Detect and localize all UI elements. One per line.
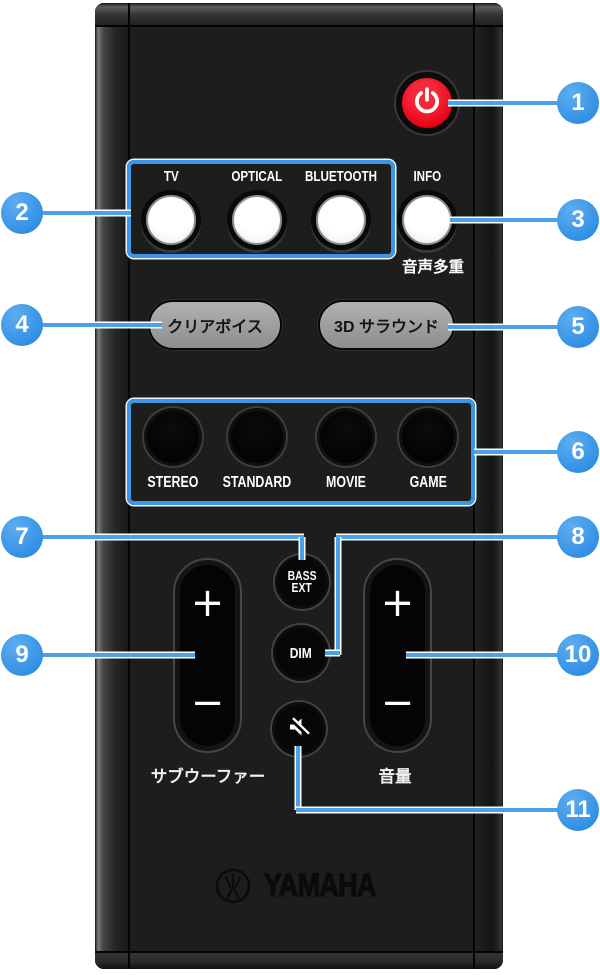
tv-button[interactable]	[146, 195, 196, 245]
remote-right-bevel	[473, 3, 503, 969]
clear-voice-label: クリアボイス	[167, 319, 263, 336]
callout-line-5	[448, 325, 560, 329]
bass-ext-label-line2: EXT	[291, 580, 313, 595]
dim-label: DIM	[290, 644, 312, 662]
bluetooth-label: BLUETOOTH	[305, 169, 377, 185]
bluetooth-button[interactable]	[316, 195, 366, 245]
movie-label: MOVIE	[326, 474, 366, 491]
callout-7-bass-ext: 7	[1, 516, 43, 558]
mute-button[interactable]	[275, 705, 323, 753]
callout-8-dim: 8	[557, 516, 599, 558]
callout-line-11-elbow	[296, 746, 300, 810]
bass-ext-button[interactable]: BASS EXT	[278, 558, 326, 606]
yamaha-wordmark: YAMAHA	[263, 866, 377, 903]
surround-3d-button[interactable]: 3D サラウンド	[318, 300, 455, 350]
callout-11-mute: 11	[557, 789, 599, 831]
callout-3-info: 3	[557, 199, 599, 241]
subwoofer-minus-button[interactable]: −	[190, 680, 225, 726]
tv-label: TV	[163, 169, 179, 185]
callout-10-volume: 10	[557, 634, 599, 676]
info-sublabel: 音声多重	[401, 259, 464, 276]
power-icon	[412, 86, 442, 121]
callout-9-subwoofer: 9	[1, 634, 43, 676]
callout-5-3d-surround: 5	[557, 306, 599, 348]
sound-program-group-box	[127, 399, 475, 505]
callout-line-11	[296, 808, 560, 812]
callout-line-1	[448, 101, 560, 105]
callout-line-6	[474, 450, 560, 454]
yamaha-tuning-fork-icon	[214, 867, 252, 905]
input-group-box	[127, 160, 395, 258]
callout-line-9	[42, 653, 195, 657]
stereo-button[interactable]	[147, 411, 199, 463]
standard-label: STANDARD	[222, 474, 292, 491]
callout-line-3	[450, 218, 560, 222]
stereo-label: STEREO	[147, 474, 199, 491]
info-label: INFO	[413, 169, 441, 185]
info-button[interactable]	[402, 195, 452, 245]
remote-top-bevel	[95, 3, 503, 27]
surround-3d-label: 3D サラウンド	[334, 319, 439, 336]
clear-voice-button[interactable]: クリアボイス	[148, 300, 282, 350]
standard-button[interactable]	[231, 411, 283, 463]
callout-line-7-elbow	[300, 537, 304, 560]
bass-ext-label-line1: BASS	[287, 568, 317, 583]
callout-line-8-elbow	[336, 537, 340, 655]
callout-line-4	[42, 323, 162, 327]
dim-button[interactable]: DIM	[276, 628, 326, 678]
callout-4-clear-voice: 4	[1, 304, 43, 346]
callout-2-input-buttons: 2	[1, 192, 43, 234]
callout-line-2	[42, 211, 131, 215]
optical-button[interactable]	[232, 195, 282, 245]
callout-line-10	[406, 653, 560, 657]
volume-plus-button[interactable]: +	[380, 580, 415, 626]
optical-label: OPTICAL	[231, 169, 283, 185]
callout-line-8-tip	[325, 651, 340, 655]
callout-line-7	[42, 535, 304, 539]
movie-button[interactable]	[320, 411, 372, 463]
subwoofer-label: サブウーファー	[150, 768, 266, 786]
remote-left-bevel	[95, 3, 128, 969]
callout-6-sound-programs: 6	[557, 431, 599, 473]
callout-line-8	[336, 535, 560, 539]
subwoofer-plus-button[interactable]: +	[190, 580, 225, 626]
game-button[interactable]	[402, 411, 454, 463]
remote-bottom-bevel	[95, 951, 503, 969]
callout-1-power: 1	[557, 82, 599, 124]
mute-icon	[286, 714, 312, 745]
volume-label: 音量	[378, 768, 412, 786]
power-button[interactable]	[396, 72, 458, 134]
game-label: GAME	[409, 474, 447, 491]
volume-minus-button[interactable]: −	[380, 680, 415, 726]
